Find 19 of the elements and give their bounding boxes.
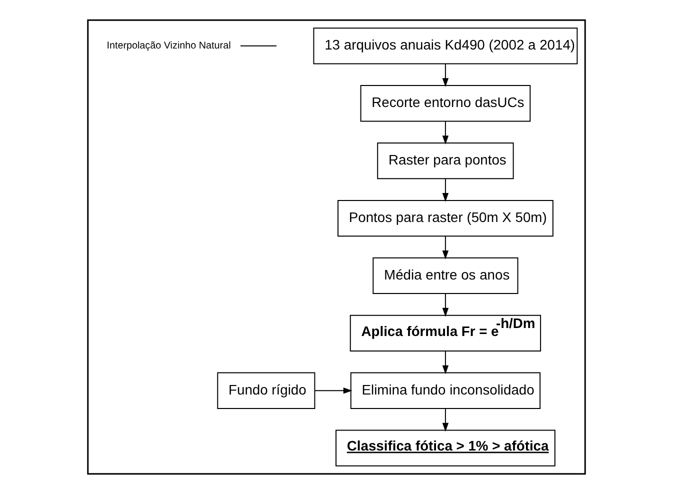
node-box: Elimina fundo inconsolidado: [350, 372, 541, 409]
arrow: [314, 388, 352, 394]
arrow: [442, 120, 449, 144]
arrow: [442, 408, 449, 432]
node-box: Pontos para raster (50m X 50m): [338, 200, 554, 237]
arrow: [442, 63, 449, 88]
arrow: [442, 236, 449, 260]
node-text: Interpolação Vizinho Natural: [106, 40, 231, 52]
arrow: [442, 293, 449, 317]
arrow: [442, 178, 449, 202]
node-box: Média entre os anos: [372, 257, 518, 294]
node-box: 13 arquivos anuais Kd490 (2002 a 2014): [313, 28, 578, 64]
cluster: [87, 19, 586, 475]
node-box: Raster para pontos: [377, 142, 514, 180]
connector: [240, 45, 277, 46]
node-box: Recorte entorno dasUCs: [360, 85, 531, 122]
arrow: [442, 350, 449, 374]
node-box: Classifica fótica > 1% > afótica: [336, 430, 556, 466]
node-box: Fundo rígido: [217, 372, 316, 409]
